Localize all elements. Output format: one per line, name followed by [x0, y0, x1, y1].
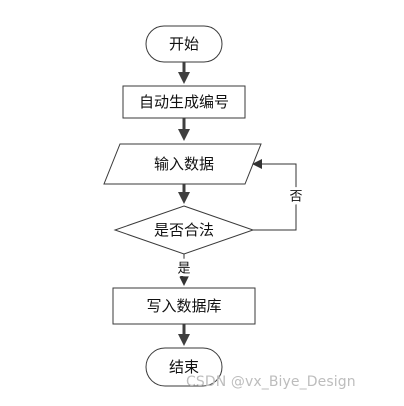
write-db-label: 写入数据库: [146, 297, 221, 315]
check-valid-node: 是否合法: [113, 205, 255, 255]
write-db-node: 写入数据库: [112, 287, 256, 325]
csdn-watermark: CSDN @vx_Biye_Design: [186, 374, 356, 390]
input-data-node: 输入数据: [103, 143, 262, 185]
check-valid-label: 是否合法: [154, 221, 214, 239]
generate-id-label: 自动生成编号: [139, 93, 229, 111]
end-node-label: 结束: [169, 358, 199, 376]
generate-id-node: 自动生成编号: [122, 85, 246, 119]
yes-edge-label: 是: [177, 262, 190, 277]
arrow-no-loop: [252, 159, 297, 231]
input-data-label: 输入数据: [154, 155, 214, 173]
start-node: 开始: [145, 25, 223, 63]
end-node: 结束: [145, 347, 223, 387]
no-edge-label: 否: [289, 190, 302, 205]
start-node-label: 开始: [169, 35, 199, 53]
